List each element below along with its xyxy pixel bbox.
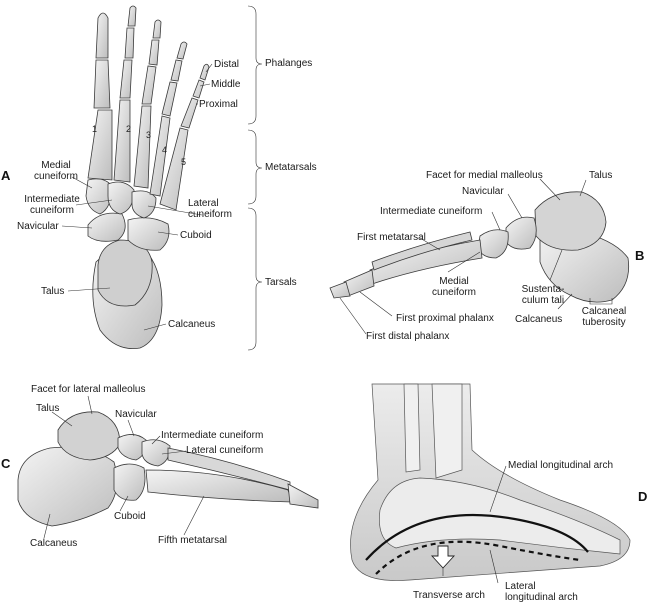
metatarsal-2-a — [113, 99, 131, 183]
intermediate-cuneiform-bone-a — [107, 181, 135, 215]
tibia — [403, 383, 421, 473]
phalanx-4-proximal-a — [161, 81, 178, 117]
cuneiforms-bone-c — [141, 439, 171, 467]
panel-d-drawing — [350, 383, 631, 581]
digit-number-1: 1 — [92, 124, 98, 134]
metatarsal-4-a — [149, 115, 171, 197]
label-calcaneus-b: Calcaneus — [515, 314, 563, 325]
label-distal: Distal — [214, 59, 240, 70]
talus-bone-c — [57, 411, 121, 461]
medial-cuneiform-bone-a — [85, 178, 113, 215]
label-middle: Middle — [211, 79, 241, 90]
phalanx-2-distal-a — [127, 5, 137, 27]
cuboid-bone-c — [113, 463, 146, 501]
label-metatarsals: Metatarsals — [265, 162, 317, 173]
talus-bone-b — [534, 191, 607, 251]
panel-d-leaders — [442, 465, 507, 584]
digit-number-2: 2 — [126, 124, 132, 134]
label-first-proximal-phalanx: First proximal phalanx — [396, 313, 494, 324]
label-first-distal-phalanx: First distal phalanx — [366, 331, 450, 342]
digit-number-5: 5 — [181, 157, 187, 167]
label-talus-b: Talus — [589, 170, 613, 181]
phalanx-2-proximal-a — [119, 59, 133, 99]
label-first-metatarsal: First metatarsal — [357, 232, 426, 243]
lateral-cuneiform-bone-a — [131, 190, 157, 219]
second-metatarsal-b — [371, 231, 473, 271]
panel-a-drawing — [85, 5, 210, 349]
panel-c-leaders — [43, 395, 205, 539]
digit-number-3: 3 — [146, 130, 152, 140]
first-distal-phalanx-b — [329, 281, 351, 299]
label-proximal: Proximal — [199, 99, 238, 110]
navicular-bone-a — [87, 212, 126, 242]
label-lateral-cuneiform-a: Lateral cuneiform — [188, 198, 232, 220]
label-transverse-arch: Transverse arch — [413, 590, 485, 601]
phalanx-3-distal-a — [152, 19, 162, 39]
panel-letter-c: C — [1, 456, 11, 471]
label-calcaneus-a: Calcaneus — [168, 319, 216, 330]
panel-a-leaders — [61, 5, 263, 351]
transverse-arch-arrow — [430, 545, 456, 569]
label-lateral-longitudinal-arch: Lateral longitudinal arch — [505, 581, 578, 603]
panel-b-leaders — [339, 178, 613, 335]
panel-letter-b: B — [635, 248, 645, 263]
phalanx-5-proximal-a — [180, 97, 199, 129]
medial-arch-line — [365, 514, 589, 561]
label-facet-lateral-malleolus: Facet for lateral malleolus — [31, 384, 146, 395]
phalanx-1-distal-a — [95, 12, 109, 59]
phalanges-c — [287, 483, 319, 509]
metatarsal-1-a — [87, 109, 113, 181]
panel-letter-d: D — [638, 489, 648, 504]
phalanx-1-proximal-a — [93, 59, 111, 109]
label-medial-cuneiform-a: Medial cuneiform — [34, 160, 78, 182]
phalanx-4-distal-a — [176, 41, 188, 60]
phalanx-4-middle-a — [170, 59, 183, 82]
label-navicular-a: Navicular — [17, 221, 59, 232]
panel-letter-a: A — [1, 168, 11, 183]
calcaneus-bone-c — [17, 446, 118, 527]
navicular-bone-b — [505, 216, 537, 250]
talus-bone-a — [97, 239, 153, 307]
label-facet-medial-malleolus: Facet for medial malleolus — [426, 170, 543, 181]
metatarsal-3-a — [133, 105, 152, 189]
label-sustentaculum-tali: Sustenta- culum tali — [521, 284, 565, 306]
phalanx-5-distal-a — [199, 63, 210, 81]
label-navicular-b: Navicular — [462, 186, 504, 197]
phalanx-3-proximal-a — [141, 65, 157, 105]
phalanx-3-middle-a — [148, 39, 160, 66]
digit-number-4: 4 — [162, 145, 168, 155]
label-fifth-metatarsal: Fifth metatarsal — [158, 535, 227, 546]
label-calcaneal-tuberosity: Calcaneal tuberosity — [581, 306, 627, 328]
label-lateral-cuneiform-c: Lateral cuneiform — [186, 445, 264, 456]
label-navicular-c: Navicular — [115, 409, 157, 420]
label-intermediate-cuneiform-a: Intermediate cuneiform — [24, 194, 80, 216]
label-intermediate-cuneiform-c: Intermediate cuneiform — [161, 430, 264, 441]
label-medial-longitudinal-arch: Medial longitudinal arch — [508, 460, 614, 471]
fibula — [431, 383, 463, 479]
label-phalanges: Phalanges — [265, 58, 313, 69]
label-medial-cuneiform-b: Medial cuneiform — [432, 276, 476, 298]
label-cuboid-a: Cuboid — [180, 230, 212, 241]
label-cuboid-c: Cuboid — [114, 511, 146, 522]
panel-b-drawing — [329, 191, 630, 303]
label-tarsals: Tarsals — [265, 277, 297, 288]
metatarsal-5-a — [159, 127, 189, 211]
phalanx-2-middle-a — [124, 27, 135, 59]
lateral-arch-line — [375, 540, 581, 575]
cuboid-bone-a — [127, 217, 170, 251]
phalanx-5-middle-a — [192, 79, 205, 99]
label-talus-c: Talus — [36, 403, 60, 414]
label-calcaneus-c: Calcaneus — [30, 538, 78, 549]
panel-c-drawing — [17, 411, 319, 527]
medial-cuneiform-bone-b — [477, 229, 509, 259]
label-intermediate-cuneiform-b: Intermediate cuneiform — [380, 206, 483, 217]
label-talus-a: Talus — [41, 286, 65, 297]
